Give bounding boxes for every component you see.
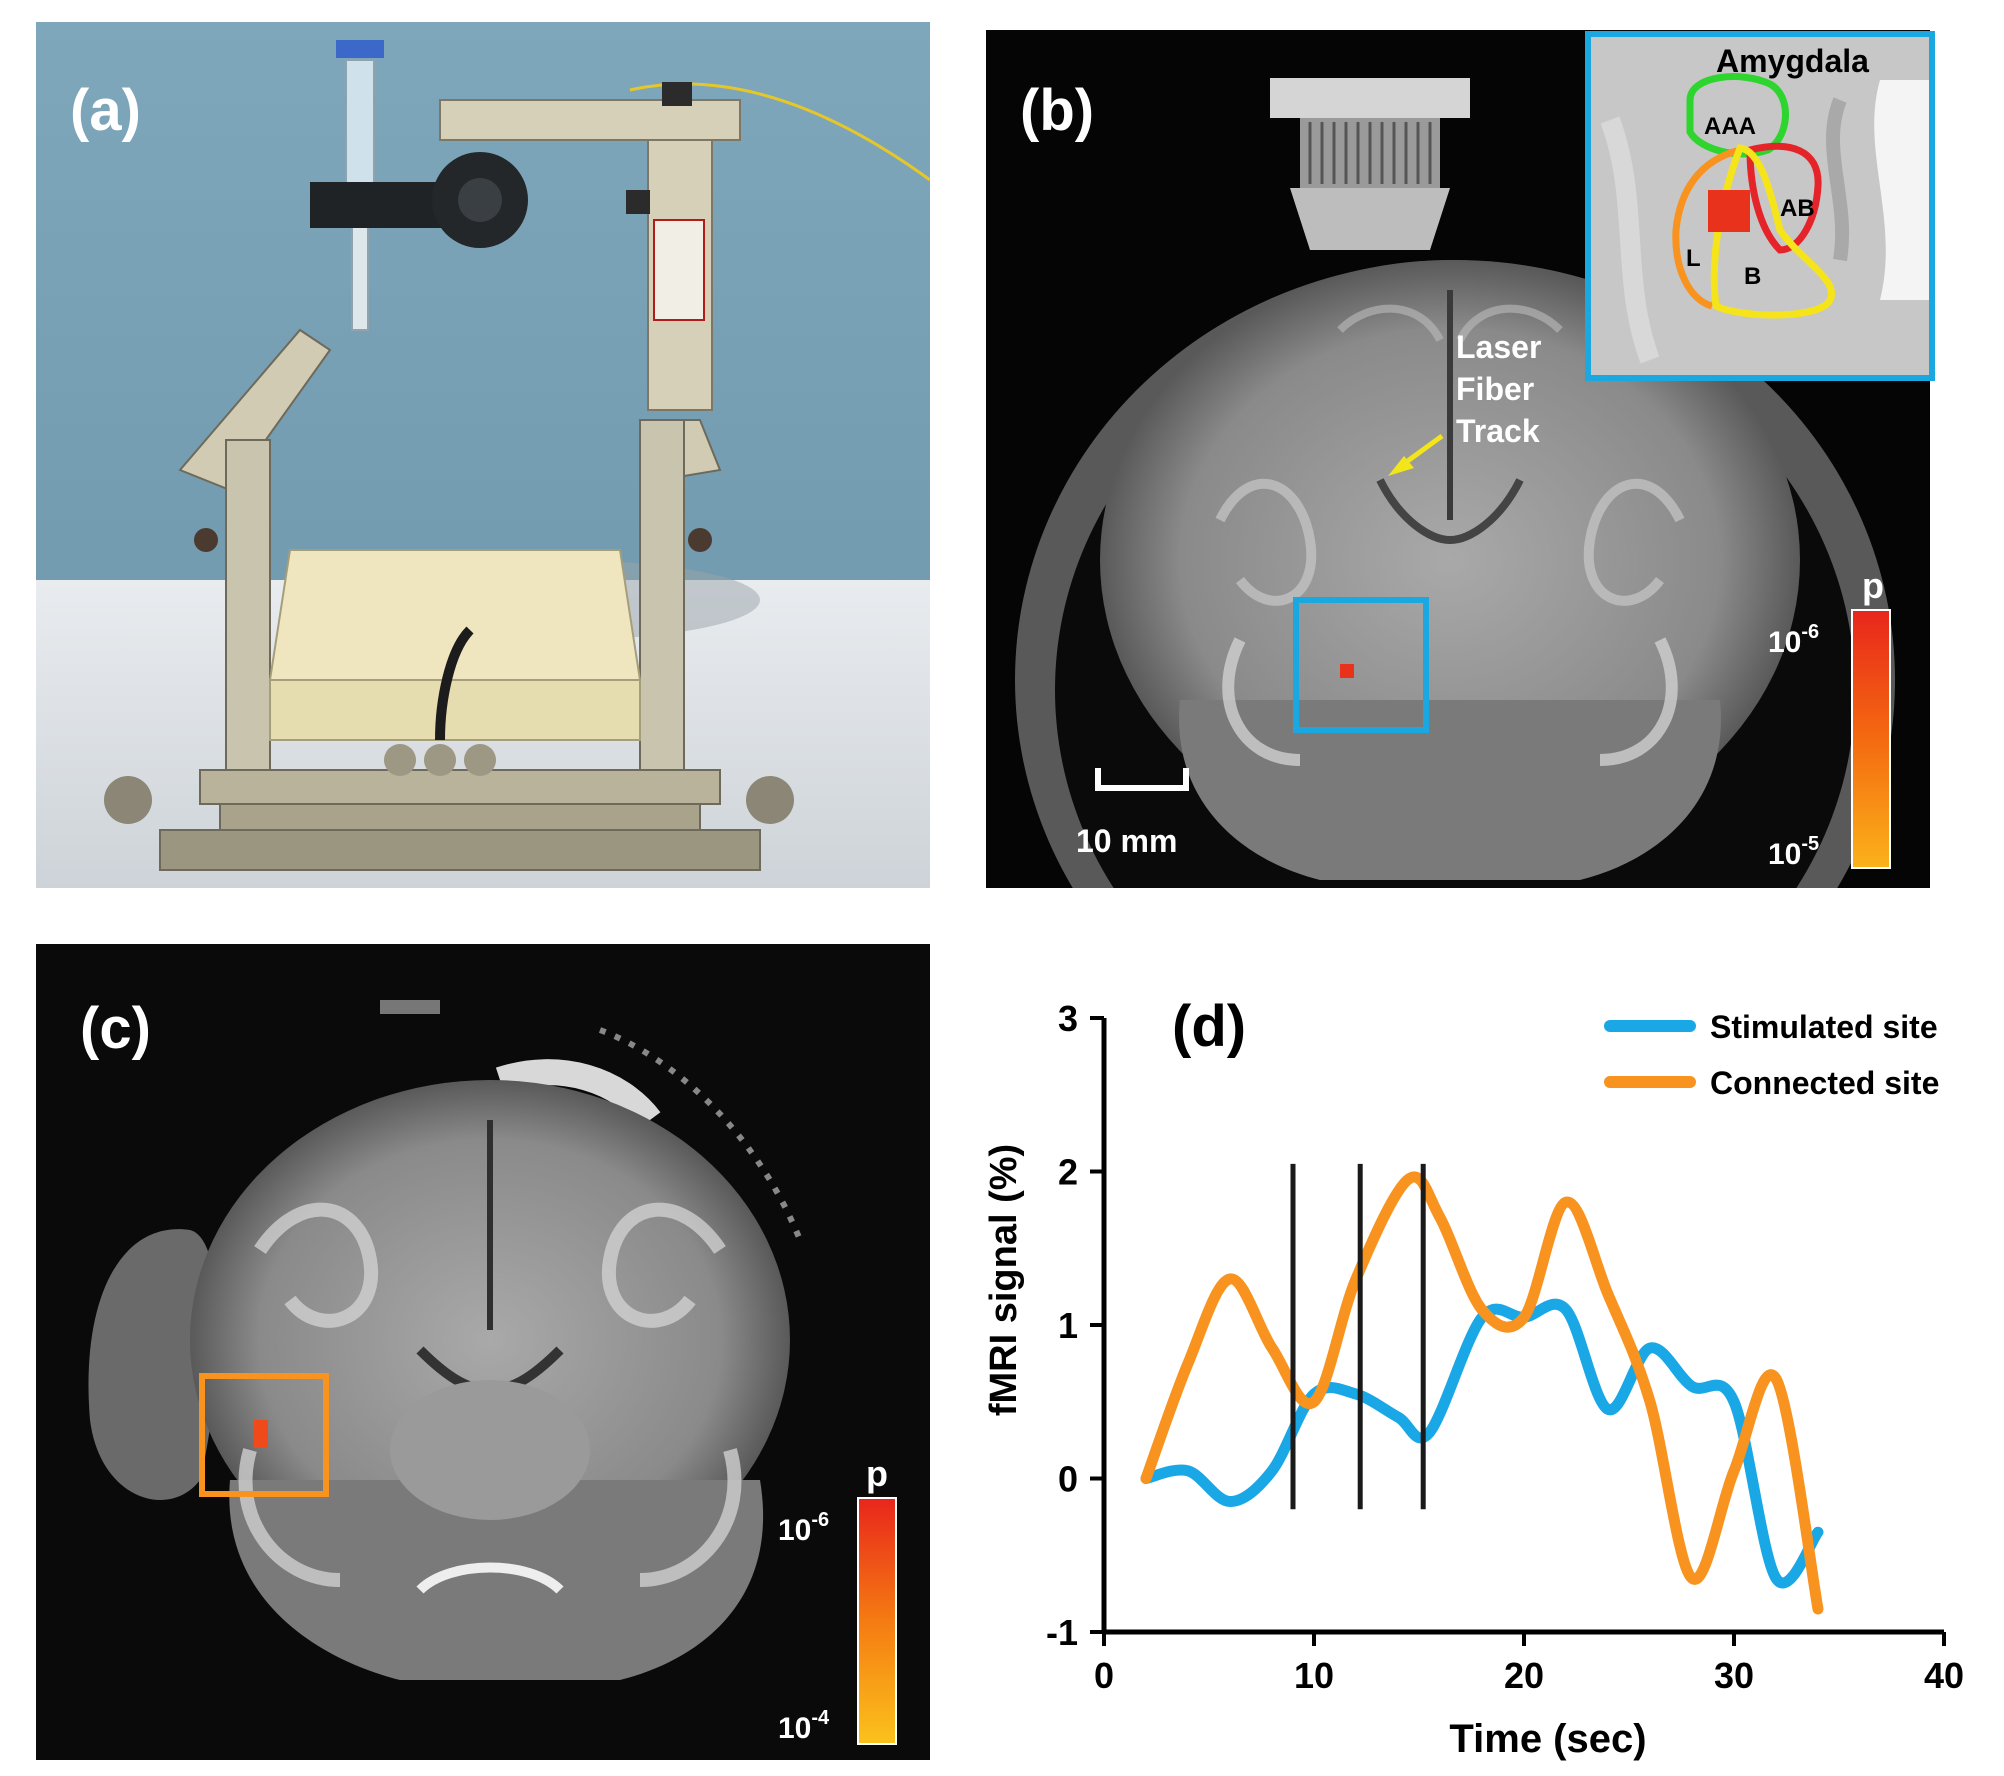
y-tick-label: 2 bbox=[1058, 1152, 1078, 1193]
x-tick-label: 10 bbox=[1294, 1655, 1334, 1696]
y-tick-label: 1 bbox=[1058, 1305, 1078, 1346]
scale-bar bbox=[1095, 768, 1189, 791]
panel-c-letter: (c) bbox=[80, 996, 151, 1061]
x-tick-label: 30 bbox=[1714, 1655, 1754, 1696]
colorbar-c-top-label: 10-6 bbox=[778, 1509, 829, 1547]
fiber-track-label-1: Laser bbox=[1456, 329, 1541, 365]
scale-bar-label: 10 mm bbox=[1076, 823, 1177, 859]
x-tick-label: 20 bbox=[1504, 1655, 1544, 1696]
x-axis-title: Time (sec) bbox=[1449, 1717, 1646, 1761]
colorbar-b: p 10-6 10-5 bbox=[1768, 565, 1891, 871]
chart-legend: Stimulated site Connected site bbox=[1604, 1009, 1939, 1101]
colorbar-b-title: p bbox=[1862, 565, 1884, 606]
colorbar-c-title: p bbox=[866, 1453, 888, 1494]
fiber-track-arrow bbox=[1388, 433, 1444, 476]
panel-a-photo bbox=[36, 22, 930, 888]
region-b: B bbox=[1744, 263, 1761, 290]
panel-d-chart: 0 10 20 30 40 -1 0 1 2 3 (d) fMRI signal (%) Time… bbox=[983, 994, 1964, 1761]
region-l: L bbox=[1686, 245, 1701, 272]
inset-title: Amygdala bbox=[1716, 43, 1869, 79]
y-tick-label: 0 bbox=[1058, 1459, 1078, 1500]
series-line-stimulated bbox=[1140, 1298, 1824, 1589]
region-ab: AB bbox=[1780, 195, 1815, 222]
roi-box-orange bbox=[199, 1373, 329, 1497]
panel-b-letter: (b) bbox=[1020, 78, 1094, 143]
activation-voxel-c bbox=[254, 1420, 268, 1448]
panel-d-letter: (d) bbox=[1172, 994, 1246, 1059]
colorbar-c: p 10-6 10-4 bbox=[778, 1453, 897, 1745]
amygdala-inset bbox=[1588, 34, 1932, 378]
colorbar-b-bottom-label: 10-5 bbox=[1768, 833, 1819, 871]
fiber-track-label-3: Track bbox=[1456, 413, 1540, 449]
activation-voxel-inset bbox=[1708, 190, 1750, 232]
panel-a-letter: (a) bbox=[70, 78, 141, 143]
colorbar-b-top-label: 10-6 bbox=[1768, 621, 1819, 659]
x-tick-label: 0 bbox=[1094, 1655, 1114, 1696]
legend-label-connected: Connected site bbox=[1710, 1065, 1939, 1101]
y-axis-title: fMRI signal (%) bbox=[983, 1144, 1025, 1416]
series-line-connected bbox=[1140, 1171, 1824, 1615]
y-tick-label: 3 bbox=[1058, 998, 1078, 1039]
legend-label-stimulated: Stimulated site bbox=[1710, 1009, 1938, 1045]
chart-plot-area: 0 10 20 30 40 -1 0 1 2 3 bbox=[1046, 998, 1964, 1696]
x-tick-label: 40 bbox=[1924, 1655, 1964, 1696]
region-aaa: AAA bbox=[1704, 113, 1756, 140]
colorbar-c-bottom-label: 10-4 bbox=[778, 1707, 830, 1745]
roi-box-blue bbox=[1293, 597, 1429, 733]
activation-voxel-b bbox=[1340, 664, 1354, 678]
y-tick-label: -1 bbox=[1046, 1612, 1078, 1653]
panel-c-mri bbox=[36, 944, 930, 1760]
fiber-track-label-2: Fiber bbox=[1456, 371, 1534, 407]
